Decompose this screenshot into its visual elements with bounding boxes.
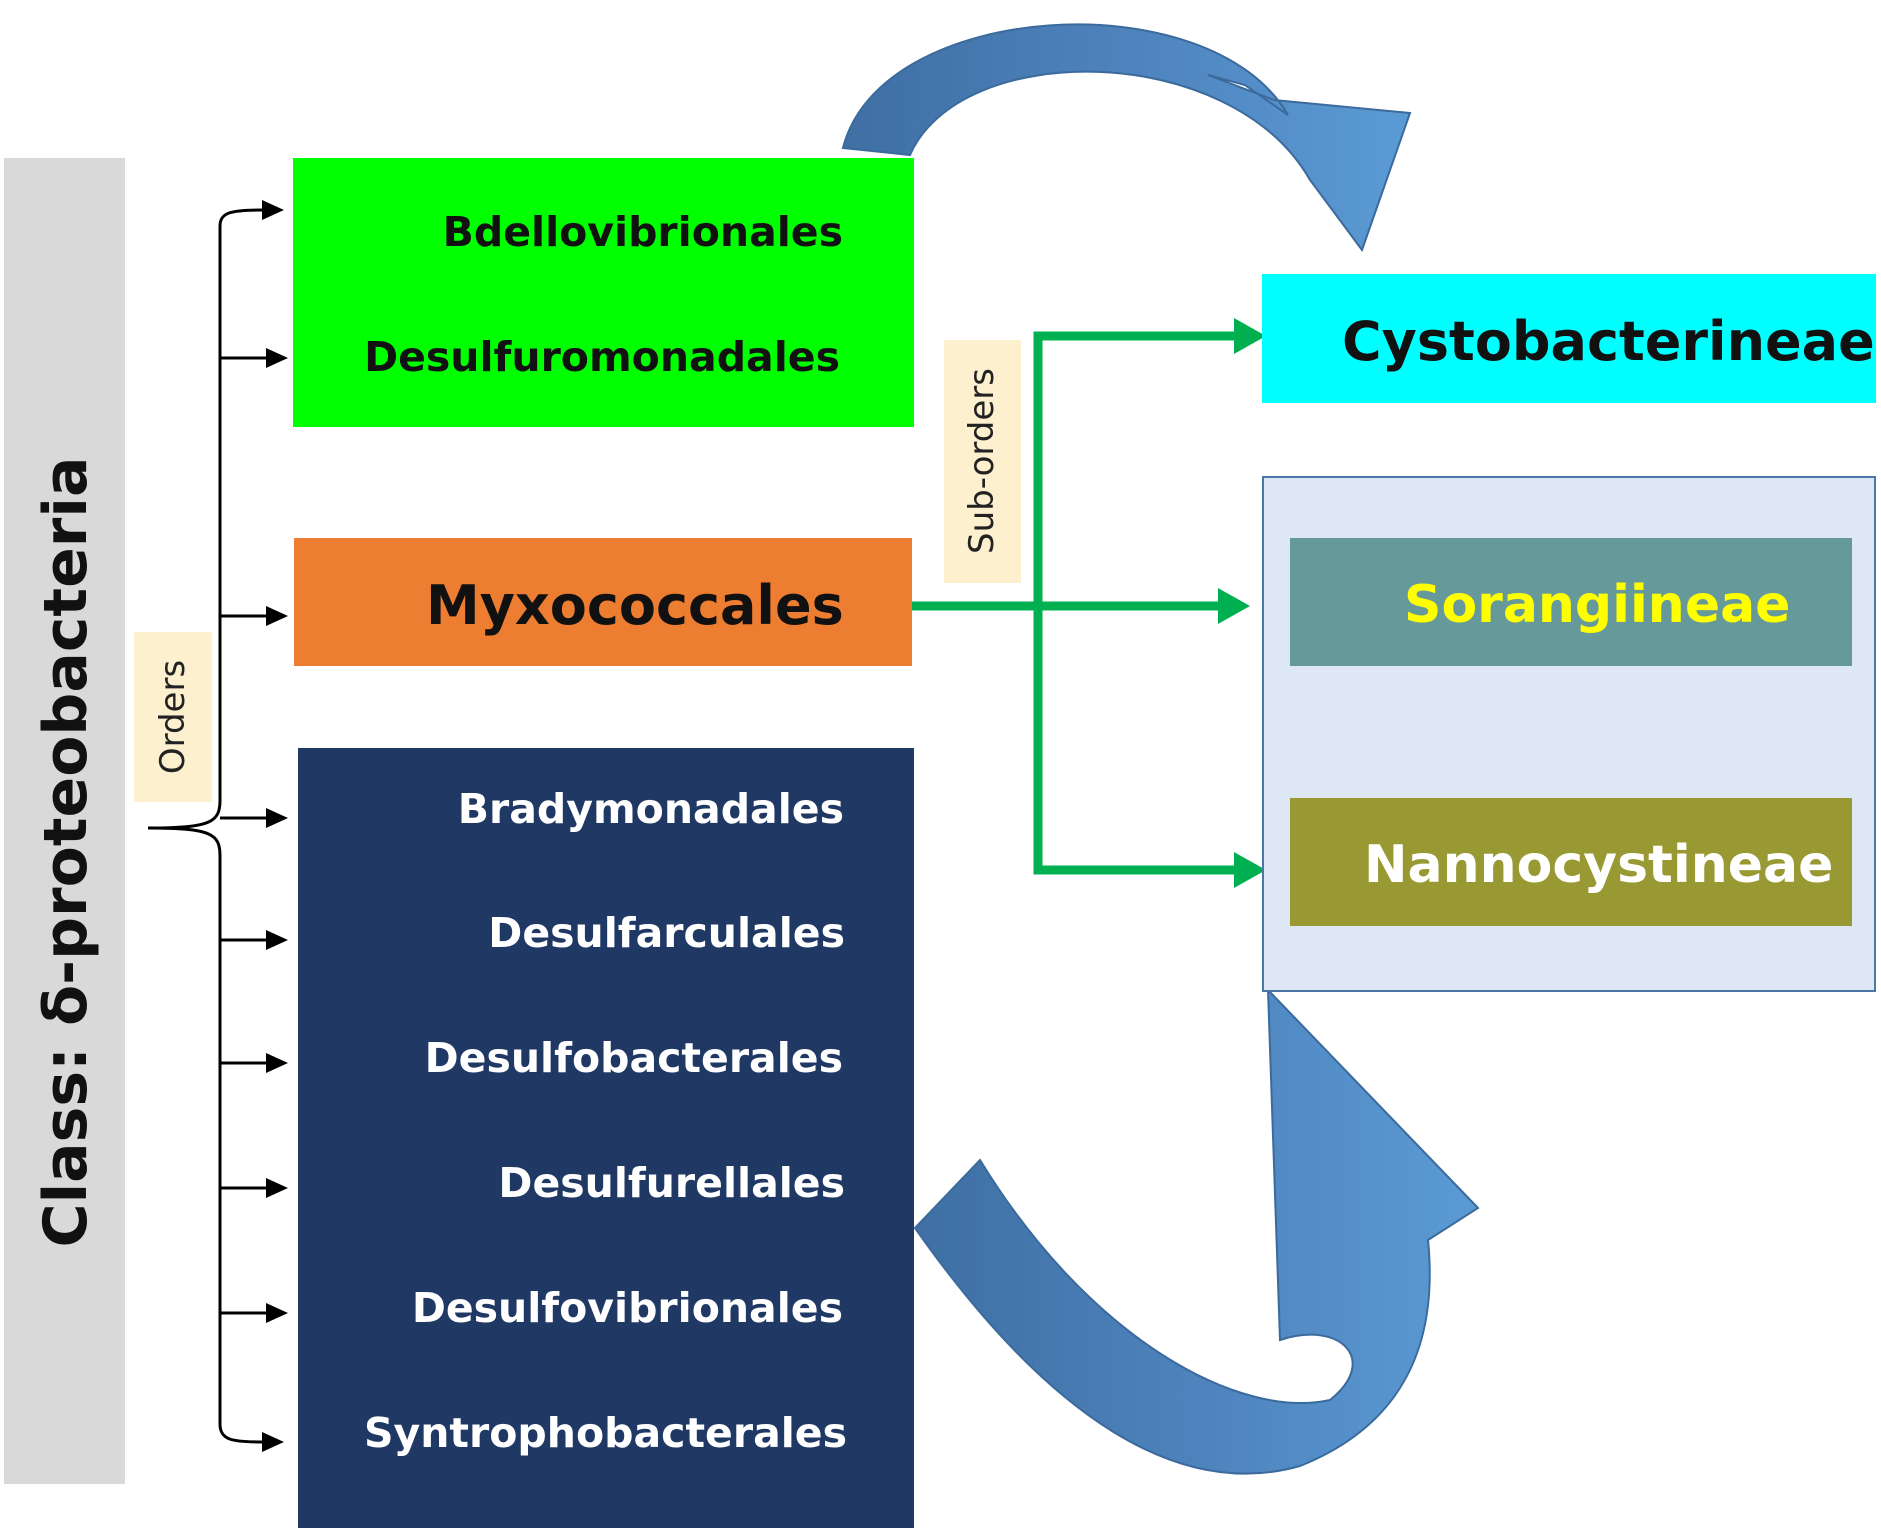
orders-tag — [134, 632, 212, 802]
suborders-tag — [944, 340, 1021, 583]
suborders-label: Sub-orders — [962, 368, 1002, 554]
order-desulfobacterales: Desulfobacterales — [424, 1034, 843, 1082]
green-order-box — [293, 158, 914, 427]
order-desulfovibrionales: Desulfovibrionales — [411, 1284, 843, 1332]
class-bar — [4, 158, 125, 1484]
suborder-arrowheads — [1218, 318, 1266, 888]
order-desulfarculales: Desulfarculales — [488, 909, 845, 957]
bottom-curved-arrow — [913, 987, 1480, 1475]
nannocystineae-box — [1290, 798, 1852, 926]
order-bdellovibrionales: Bdellovibrionales — [442, 208, 843, 256]
orders-label: Orders — [153, 659, 193, 775]
class-title: Class: δ-proteobacteria — [31, 456, 101, 1248]
sorangiineae-box — [1290, 538, 1852, 666]
orders-arrowheads — [262, 200, 288, 1452]
myxococcales-box — [294, 538, 912, 666]
order-myxococcales: Myxococcales — [426, 574, 844, 637]
cystobacterineae-box — [1262, 274, 1876, 403]
suborder-sorangiineae: Sorangiineae — [1404, 575, 1791, 635]
top-curved-arrow — [841, 23, 1412, 253]
order-syntrophobacterales: Syntrophobacterales — [363, 1409, 847, 1457]
order-bradymonadales: Bradymonadales — [457, 785, 844, 833]
order-desulfurellales: Desulfurellales — [498, 1159, 845, 1207]
suborder-cystobacterineae: Cystobacterineae — [1342, 310, 1875, 373]
navy-order-box — [298, 748, 914, 1528]
order-desulfuromonadales: Desulfuromonadales — [364, 333, 840, 381]
suborder-nannocystineae: Nannocystineae — [1364, 835, 1834, 895]
suborder-connectors — [912, 331, 1250, 875]
orders-bracket — [147, 208, 268, 1444]
